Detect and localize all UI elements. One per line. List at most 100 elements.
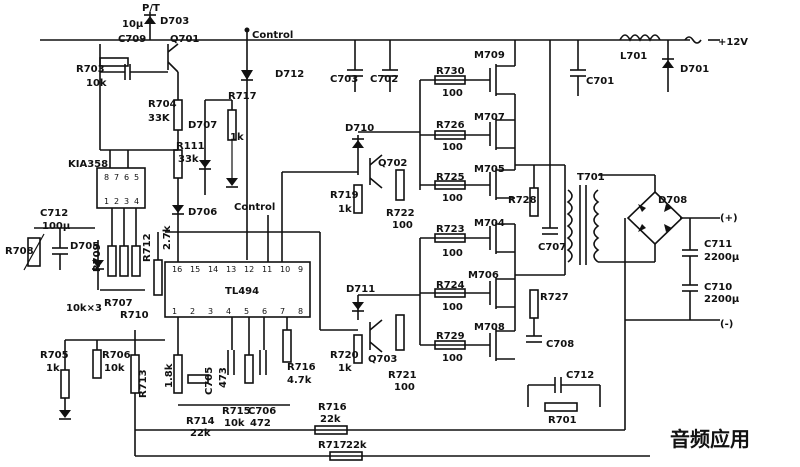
label-c701: C701 [586, 76, 614, 87]
label-r706: R706 [102, 350, 131, 361]
r730-resistor [434, 75, 466, 85]
label-t701: T701 [577, 172, 605, 183]
label-r730-value: 100 [442, 88, 463, 99]
label-d703: D703 [160, 16, 189, 27]
label-10u: 10μ [122, 19, 144, 30]
label-r705-value: 1k [46, 363, 60, 374]
label-m704: M704 [474, 218, 505, 229]
thermistor-slash [23, 233, 45, 271]
label-r721-value: 100 [394, 382, 415, 393]
tl494-ic [164, 261, 311, 318]
r717-resistor-bottom [329, 451, 363, 461]
m705-mosfet [489, 168, 515, 200]
kia358-pin-1: 1 [104, 197, 109, 206]
r701-resistor [544, 402, 578, 412]
label-r715: R715 [222, 406, 251, 417]
m709-mosfet [489, 40, 516, 96]
label-r706-value: 10k [104, 363, 125, 374]
label-r714-value: 22k [190, 428, 211, 439]
r709-resistor [107, 245, 117, 277]
label-r712: R712 [142, 233, 153, 262]
label-q703: Q703 [368, 354, 397, 365]
label-c705: C705 [204, 367, 215, 395]
t701-transformer [566, 174, 625, 265]
label-r717-top-value: 1k [230, 132, 244, 143]
label-m708: M708 [474, 322, 505, 333]
label-r716-bottom: R716 [318, 402, 347, 413]
kia358-pin-2: 2 [114, 197, 119, 206]
label-d712: D712 [275, 69, 304, 80]
label-r716-vertical-value: 4.7k [287, 375, 312, 386]
d705-diode [92, 240, 104, 290]
label-control-top: Control [252, 30, 293, 41]
label-r717-bottom: R717 [318, 440, 347, 451]
label-r10k3: 10k×3 [66, 303, 102, 314]
l701-inductor [619, 34, 661, 42]
c709-capacitor [100, 64, 168, 80]
label-m709: M709 [474, 50, 505, 61]
r721-resistor [395, 314, 405, 351]
label-r18k: 1.8k [164, 363, 175, 388]
kia358-pin-4: 4 [134, 197, 139, 206]
label-d710: D710 [345, 123, 374, 134]
label-r730: R730 [436, 66, 465, 77]
label-m706: M706 [468, 270, 499, 281]
label-r716-vertical: R716 [287, 362, 316, 373]
c707-capacitor [542, 40, 558, 235]
label-r722-value: 100 [392, 220, 413, 231]
r707-resistor [119, 245, 129, 277]
label-c708: C708 [546, 339, 574, 350]
tl494-pin-7: 7 [280, 307, 285, 316]
q701-transistor [167, 43, 179, 100]
label-r722: R722 [386, 208, 415, 219]
tl494-pin-3: 3 [208, 307, 213, 316]
label-r111: R111 [176, 141, 205, 152]
r722-resistor [395, 169, 405, 201]
tl494-pin-13: 13 [226, 265, 236, 274]
gate-bus-lower [419, 237, 490, 346]
label-d707: D707 [188, 120, 217, 131]
label-r715-value: 10k [224, 418, 245, 429]
label-r719-value: 1k [338, 204, 352, 215]
label-r726: R726 [436, 120, 465, 131]
label-pt: P/T [142, 3, 160, 14]
r716-resistor-bottom [314, 425, 348, 435]
c702-capacitor [382, 40, 398, 92]
label-c709: C709 [118, 34, 146, 45]
label-r717-top: R717 [228, 91, 257, 102]
label-c703: C703 [330, 74, 358, 85]
label-l701: L701 [620, 51, 647, 62]
label-m707: M707 [474, 112, 505, 123]
label-kia358: KIA358 [68, 159, 108, 170]
m707-mosfet [489, 118, 515, 150]
d703-diode [144, 12, 156, 40]
label-r710: R710 [120, 310, 149, 321]
label-r713: R713 [138, 369, 149, 398]
tl494-pin-10: 10 [280, 265, 290, 274]
tl494-pin-11: 11 [262, 265, 272, 274]
watermark-text: 音频应用 [670, 427, 750, 451]
label-c702: C702 [370, 74, 398, 85]
d706-diode [172, 178, 184, 262]
c706-capacitor [259, 350, 267, 375]
c711-capacitor [682, 218, 698, 257]
label-c710: C710 [704, 282, 732, 293]
gate-bus-upper [419, 79, 490, 190]
label-c712-bottom: C712 [566, 370, 594, 381]
led-indicator-bottom [59, 398, 71, 420]
label-r709: R709 [92, 243, 103, 272]
label-r719: R719 [330, 190, 359, 201]
label-r727: R727 [540, 292, 569, 303]
r706-resistor [92, 349, 102, 379]
label-c712-left: C712 [40, 208, 68, 219]
label-r725: R725 [436, 172, 465, 183]
r710-resistor [131, 245, 141, 277]
label-c706-value: 472 [250, 418, 271, 429]
d710-diode [352, 135, 364, 175]
d701-diode [662, 40, 674, 92]
label-r716-bottom-value: 22k [320, 414, 341, 425]
label-r717-bottom-value: 22k [346, 440, 367, 451]
label-d706: D706 [188, 207, 217, 218]
